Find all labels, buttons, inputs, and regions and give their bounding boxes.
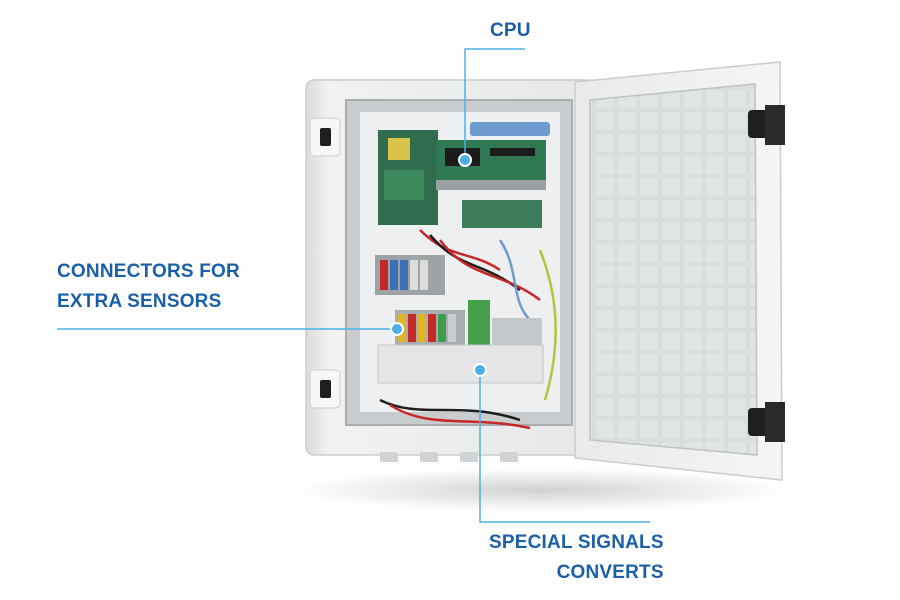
connectors-label-line1: CONNECTORS FOR [57, 261, 240, 282]
cpu-leader-line [464, 48, 525, 158]
enclosure-door [574, 61, 785, 481]
special-leader-line [479, 370, 650, 523]
special-label-line1: SPECIAL SIGNALS [489, 532, 664, 553]
connectors-label-line2: EXTRA SENSORS [57, 291, 222, 312]
connectors-marker [390, 322, 404, 336]
special-marker [473, 363, 487, 377]
cpu-label: CPU [490, 20, 531, 41]
cpu-board [378, 122, 550, 228]
cpu-marker [458, 153, 472, 167]
terminal-blocks [375, 255, 544, 384]
wiring [379, 229, 557, 430]
floor-shadow [290, 468, 790, 512]
connectors-label: CONNECTORS FOR EXTRA SENSORS [57, 257, 240, 317]
special-label-line2: CONVERTS [556, 562, 664, 583]
callout-leaders [57, 48, 650, 523]
callout-dots [390, 153, 487, 377]
special-signals-label: SPECIAL SIGNALS CONVERTS [489, 528, 664, 588]
